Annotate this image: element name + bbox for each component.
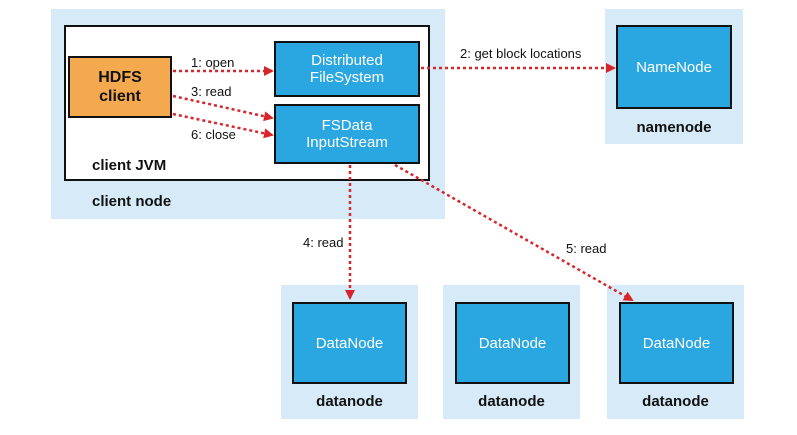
distributed-filesystem-box: Distributed FileSystem [274,41,420,97]
datanode-label-2: datanode [478,393,545,410]
edge-label-close: 6: close [191,127,236,142]
client-node-label: client node [92,193,172,210]
datanode-box-2: DataNode [455,302,570,384]
edge-label-read-4: 4: read [303,235,344,250]
client-jvm-label: client JVM [92,157,167,174]
fsdata-inputstream-box: FSData InputStream [274,104,420,164]
datanode-label-1: datanode [316,393,383,410]
edge-label-read-3: 3: read [191,84,232,99]
namenode-box: NameNode [616,25,732,109]
arrow-read-5 [394,163,634,302]
edge-label-get-block-locations: 2: get block locations [460,46,582,61]
hdfs-client-box: HDFS client [68,56,172,118]
edge-label-read-5: 5: read [566,241,607,256]
datanode-box-1: DataNode [292,302,407,384]
namenode-label: namenode [636,119,712,136]
datanode-box-3: DataNode [619,302,734,384]
arrow-read-3 [172,94,274,122]
datanode-label-3: datanode [642,393,709,410]
arrow-close [172,112,274,139]
edge-label-open: 1: open [191,55,235,70]
